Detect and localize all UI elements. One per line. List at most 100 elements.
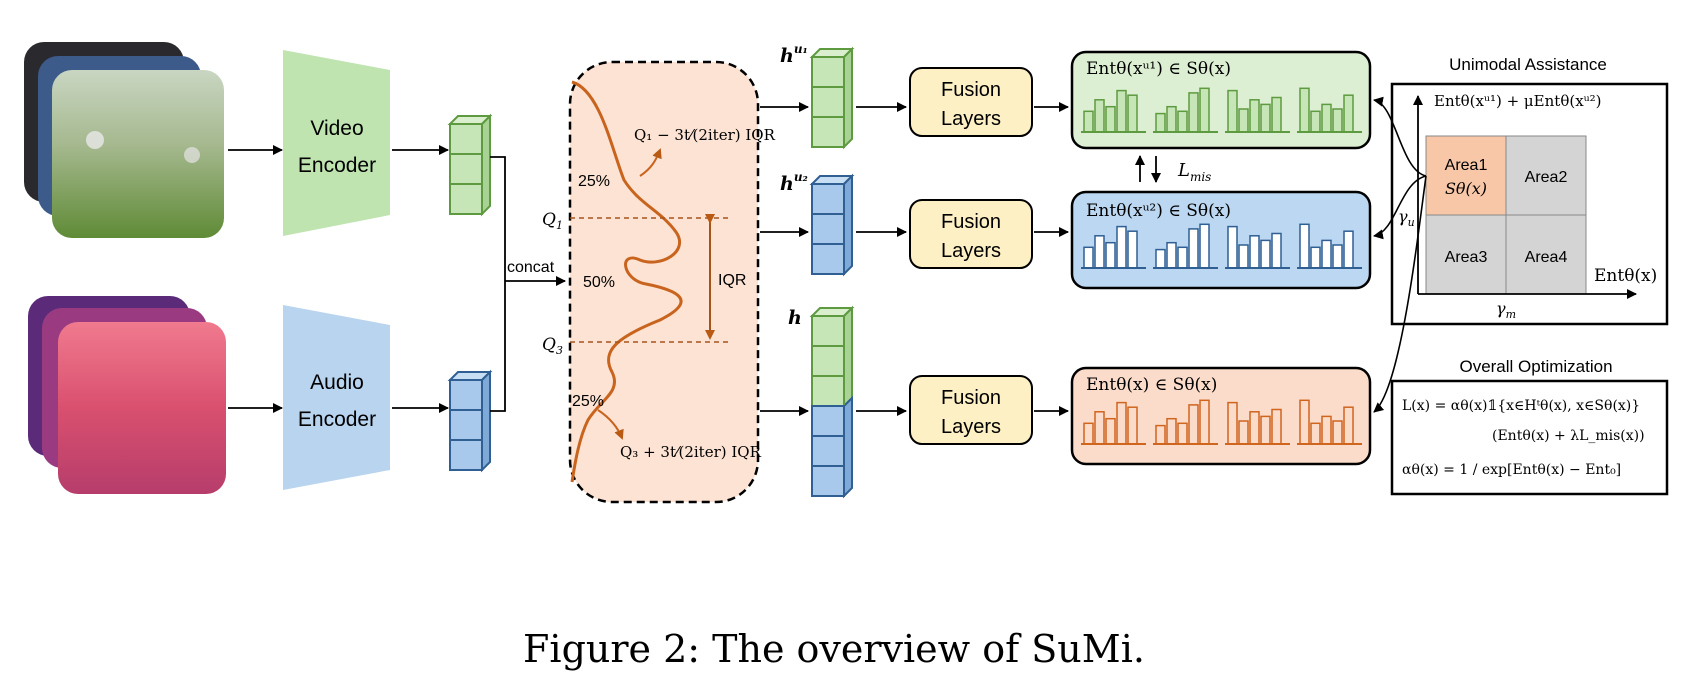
figure-caption: Figure 2: The overview of SuMi. [523, 627, 1145, 671]
histogram-bar [1177, 110, 1188, 133]
video-frame-front [52, 70, 224, 238]
histogram-bar [1155, 112, 1166, 133]
entropy-box-unimodal-2 [1070, 190, 1372, 290]
overall-formula-line2: (Entθ(x) + λL_mis(x)) [1492, 428, 1645, 444]
upper-threshold-formula: Q₁ − 3t⁄(2iter) IQR [634, 126, 776, 144]
entropy-box-mid-title: Entθ(xᵘ²) ∈ Sθ(x) [1086, 201, 1231, 221]
hu1-feature-stack [809, 46, 855, 150]
histogram-bar [1249, 411, 1260, 445]
overall-formula-line1: L(x) = αθ(x)𝟙{x∈Hᵗθ(x), x∈Sθ(x)} [1402, 398, 1640, 414]
histogram-bar [1271, 408, 1282, 445]
top-percent-label: 25% [578, 173, 610, 190]
histogram-bar [1188, 404, 1199, 445]
histogram-bar [1188, 92, 1199, 133]
histogram-bar [1321, 415, 1332, 445]
histogram-bar [1299, 223, 1310, 269]
histogram-bar [1321, 239, 1332, 269]
hu2-feature-stack [809, 173, 855, 277]
overall-optimization-panel [1390, 379, 1669, 496]
fusion-layers-bottom [909, 375, 1033, 445]
area4-label: Area4 [1525, 249, 1568, 266]
audio-encoder [283, 305, 390, 490]
histogram-bar [1343, 94, 1354, 133]
histogram-bar [1249, 99, 1260, 133]
histogram-bar [1116, 225, 1127, 269]
histogram-bar [1249, 235, 1260, 269]
histogram-bar [1299, 399, 1310, 445]
bottom-percent-label: 25% [572, 393, 604, 410]
unimodal-y-axis-label: Entθ(xᵘ¹) + μEntθ(xᵘ²) [1434, 92, 1602, 110]
histogram-bar [1310, 246, 1321, 269]
gamma-m-label: γm [1496, 299, 1516, 321]
h-label: h [788, 307, 802, 329]
histogram-bar [1116, 401, 1127, 445]
audio-spectrograms [28, 296, 226, 494]
histogram-bar [1127, 406, 1138, 445]
histogram-bar [1299, 87, 1310, 133]
histogram-bar [1343, 230, 1354, 269]
entropy-histograms-mid [1081, 223, 1362, 269]
fusion-bot-label-1: Fusion [941, 387, 1001, 409]
iqr-label: IQR [718, 272, 746, 289]
histogram-bar [1310, 422, 1321, 445]
h-feature-stack [809, 305, 855, 499]
histogram-bar [1116, 89, 1127, 133]
histogram-bar [1199, 399, 1210, 445]
histogram-bar [1332, 420, 1343, 445]
concat-label: concat [507, 259, 555, 276]
entropy-density-curve [570, 80, 683, 483]
histogram-bar [1166, 241, 1177, 269]
connector-area1-to-ent-bot [1373, 175, 1427, 413]
fusion-bot-label-2: Layers [941, 416, 1001, 438]
entropy-distribution-panel [568, 60, 760, 504]
histogram-bar [1094, 99, 1105, 133]
histogram-bar [1127, 94, 1138, 133]
histogram-bar [1177, 246, 1188, 269]
histogram-bar [1343, 406, 1354, 445]
histogram-bar [1083, 110, 1094, 133]
lower-threshold-arrow [597, 409, 624, 440]
overall-formula-line3: αθ(x) = 1 / exp[Entθ(x) − Ent₀] [1402, 462, 1621, 478]
concat-bracket [490, 156, 506, 412]
histogram-bar [1227, 89, 1238, 133]
histogram-bar [1271, 232, 1282, 269]
area2-label: Area2 [1525, 169, 1568, 186]
histogram-bar [1105, 105, 1116, 133]
overall-optimization-title: Overall Optimization [1459, 357, 1612, 376]
histogram-bar [1166, 105, 1177, 133]
video-player-1 [86, 131, 104, 149]
unimodal-assistance-title: Unimodal Assistance [1449, 55, 1607, 74]
mis-loss-label: Lmis [1177, 160, 1211, 184]
entropy-box-unimodal-1 [1070, 50, 1372, 150]
audio-frame-front [58, 322, 226, 494]
histogram-bar [1238, 420, 1249, 445]
histogram-bar [1177, 422, 1188, 445]
fusion-layers-middle [909, 199, 1033, 269]
fusion-layers-top [909, 67, 1033, 137]
area4-cell [1505, 214, 1587, 295]
histogram-bar [1083, 246, 1094, 269]
histogram-bar [1260, 239, 1271, 269]
histogram-bar [1199, 87, 1210, 133]
histogram-bar [1083, 422, 1094, 445]
area1-sublabel: Sθ(x) [1445, 179, 1487, 198]
histogram-bar [1094, 235, 1105, 269]
histogram-bar [1155, 248, 1166, 269]
video-encoder-label-2: Encoder [298, 154, 376, 177]
gamma-u-label: γu [1398, 207, 1415, 229]
histogram-bar [1260, 415, 1271, 445]
video-encoder [283, 50, 390, 236]
area3-label: Area3 [1445, 249, 1488, 266]
histogram-bar [1332, 108, 1343, 133]
audio-encoder-label-1: Audio [310, 371, 364, 394]
histogram-bar [1227, 225, 1238, 269]
histogram-bar [1260, 103, 1271, 133]
fusion-top-label-2: Layers [941, 108, 1001, 130]
histogram-bar [1105, 241, 1116, 269]
histogram-bar [1321, 103, 1332, 133]
upper-threshold-arrow [639, 148, 662, 177]
audio-encoder-label-2: Encoder [298, 408, 376, 431]
histogram-bar [1238, 108, 1249, 133]
video-feature-stack [447, 113, 493, 217]
